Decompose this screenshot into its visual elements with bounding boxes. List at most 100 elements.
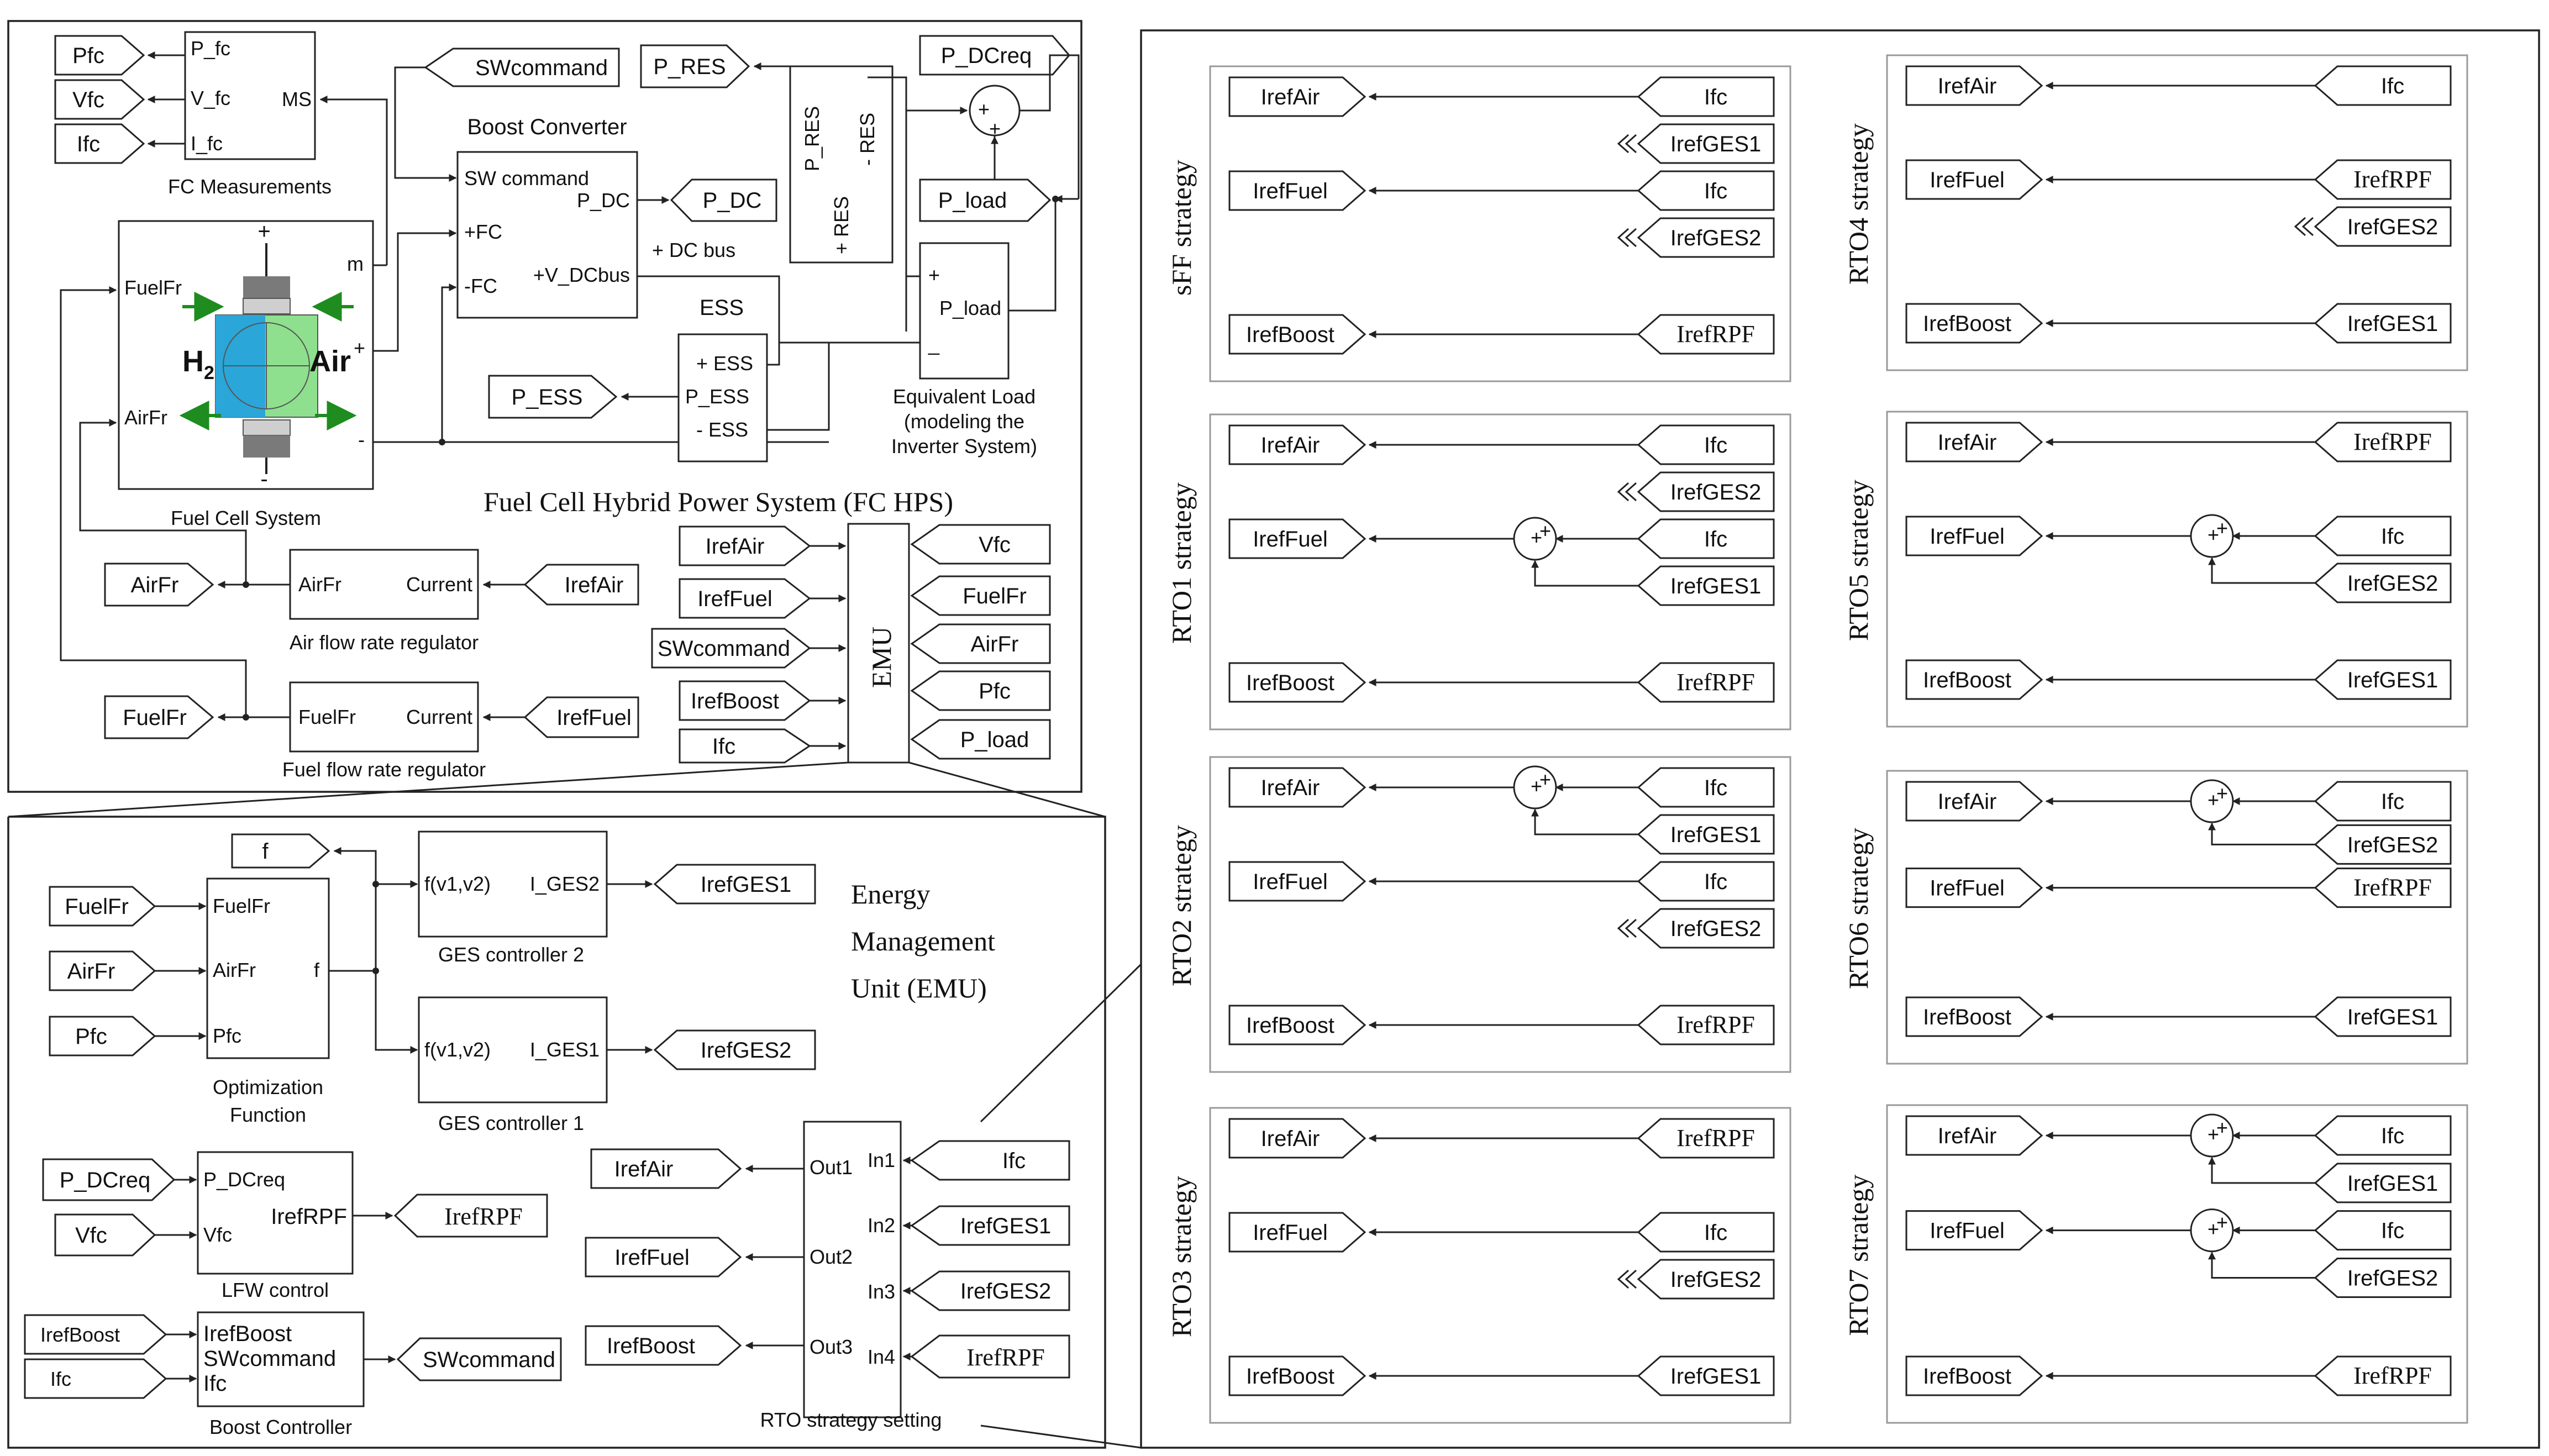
strategy-name: RTO5 strategy: [1843, 480, 1874, 641]
strategy-panel-8: RTO7 strategyIrefAirIrefFuelIrefBoostIfc…: [1843, 1104, 2468, 1424]
strategy-input-tag: [1637, 565, 1775, 606]
strategy-output-label: IrefBoost: [1923, 668, 2011, 692]
tag-pfc: Pfc: [54, 35, 145, 76]
strategy-name: RTO7 strategy: [1843, 1175, 1874, 1336]
strategy-output-label: IrefFuel: [1930, 1219, 2005, 1243]
svg-text:IrefBoost: IrefBoost: [607, 1334, 695, 1358]
svg-text:In4: In4: [868, 1345, 895, 1368]
strategy-input-label: Ifc: [1704, 870, 1727, 894]
strategy-input-tag: [2314, 781, 2452, 822]
strategy-output-tag: [1228, 1355, 1367, 1396]
fc-measurements-block: P_fc V_fc I_fc MS FC Measurements: [147, 31, 332, 198]
port-v-fc: V_fc: [191, 87, 230, 109]
rto-strategy-block: Out1 Out2 Out3 In1 In2 In3 In4 RTO strat…: [760, 1121, 942, 1431]
tag-emu-in-airfr: AirFr: [910, 623, 1051, 664]
strategy-input-tag: [1637, 1118, 1775, 1159]
strategy-input-tag: [1637, 814, 1775, 855]
sum-block: + +: [969, 85, 1021, 140]
strategy-output-tag: [1905, 159, 2043, 200]
strategy-input-tag: [2314, 1210, 2452, 1251]
strategy-input-label: IrefGES2: [1670, 917, 1762, 941]
svg-text:Vfc: Vfc: [203, 1223, 232, 1246]
strategy-input-label: IrefRPF: [2353, 1362, 2432, 1389]
svg-text:IrefGES1: IrefGES1: [701, 872, 792, 897]
strategy-output-label: IrefBoost: [1923, 1005, 2011, 1029]
strategy-output-label: IrefFuel: [1253, 1221, 1328, 1245]
svg-text:Current: Current: [406, 573, 472, 596]
port-load-plus: +: [928, 264, 940, 286]
lfw-control-label: LFW control: [222, 1279, 329, 1301]
strategy-input-tag: [2314, 422, 2452, 462]
strategy-input-label: IrefRPF: [1676, 320, 1755, 348]
svg-text:f: f: [314, 959, 320, 981]
sum-sign: +: [2216, 782, 2228, 805]
strategy-name: sFF strategy: [1166, 160, 1197, 296]
strategy-input-label: IrefGES1: [1670, 1364, 1762, 1389]
strategy-output-tag: [1905, 781, 2043, 822]
sum-sign: +: [2216, 1211, 2228, 1234]
svg-text:FuelFr: FuelFr: [963, 584, 1027, 608]
strategy-input-label: Ifc: [2381, 1124, 2404, 1148]
port-i-fc: I_fc: [191, 132, 223, 155]
sum-sign: +: [2216, 517, 2228, 539]
strategy-input-label: Ifc: [2381, 1219, 2404, 1243]
ess-block: + ESS P_ESS - ESS: [677, 333, 768, 462]
tag-emu-out-swcommand: SWcommand: [651, 628, 847, 669]
emu-title-line2: Management: [851, 926, 995, 956]
strategy-output-label: IrefBoost: [1246, 323, 1334, 347]
svg-text:IrefFuel: IrefFuel: [614, 1245, 690, 1270]
tag-ireffuel-in: IrefFuel: [523, 696, 639, 738]
strategy-output-tag: [1228, 767, 1367, 808]
tag-airfr-out: AirFr: [104, 563, 214, 607]
port-plus-ess: + ESS: [696, 352, 753, 375]
emu-title-line3: Unit (EMU): [851, 973, 987, 1003]
strategy-input-label: Ifc: [2381, 524, 2404, 549]
strategy-input-tag: [1637, 314, 1775, 355]
strategy-input-tag: [1637, 861, 1775, 902]
strategy-panel-6: RTO5 strategyIrefAirIrefFuelIrefBoostIre…: [1843, 411, 2468, 728]
strategy-input-label: Ifc: [1704, 776, 1727, 800]
load-block: + P_load _: [919, 242, 1010, 380]
svg-text:AirFr: AirFr: [298, 573, 341, 596]
load-caption-2: (modeling the: [904, 410, 1024, 433]
svg-text:Ifc: Ifc: [712, 734, 735, 759]
emu-title-line1: Energy: [851, 879, 930, 910]
svg-text:Function: Function: [230, 1103, 306, 1126]
svg-text:Out1: Out1: [810, 1156, 853, 1179]
strategy-output-tag: [1228, 170, 1367, 211]
svg-text:AirFr: AirFr: [131, 573, 179, 597]
tag-emu-in-vfc: Vfc: [910, 524, 1051, 565]
strategy-input-tag: [1637, 217, 1775, 258]
tag-opt-in-pfc: Pfc: [49, 1016, 156, 1056]
port-minus-fc-out: -: [358, 428, 365, 451]
port-v-dcbus: +V_DCbus: [533, 264, 630, 286]
port-minus-ess: - ESS: [696, 418, 748, 441]
tag-emu-out-ireffuel: IrefFuel: [679, 578, 847, 619]
ges-controller-2-label: GES controller 2: [438, 943, 584, 966]
tag-opt-in-fuelfr: FuelFr: [49, 886, 156, 927]
strategy-input-label: IrefGES1: [2347, 1005, 2438, 1029]
tag-emu-in-pfc: Pfc: [910, 670, 1051, 711]
strategy-output-label: IrefBoost: [1246, 671, 1334, 695]
ges-controller-2-block: f(v1,v2) I_GES2 GES controller 2: [418, 831, 608, 966]
strategy-input-tag: [2314, 1163, 2452, 1203]
strategy-input-label: IrefGES2: [2347, 215, 2438, 239]
strategy-output-label: IrefBoost: [1246, 1364, 1334, 1389]
fc-measurements-label: FC Measurements: [168, 175, 332, 198]
tag-lfw-in-vfc: Vfc: [54, 1213, 156, 1257]
svg-text:Pfc: Pfc: [979, 679, 1011, 703]
strategy-input-tag: [1637, 1259, 1775, 1300]
svg-text:Pfc: Pfc: [75, 1024, 107, 1049]
strategy-output-tag: [1228, 1118, 1367, 1159]
strategy-output-tag: [1905, 1355, 2043, 1396]
svg-text:Ifc: Ifc: [77, 132, 100, 156]
svg-text:IrefFuel: IrefFuel: [697, 587, 772, 611]
svg-text:+: +: [989, 117, 1001, 140]
strategy-input-label: IrefGES1: [1670, 132, 1762, 156]
strategy-input-tag: [1637, 518, 1775, 559]
svg-text:Ifc: Ifc: [50, 1368, 71, 1390]
svg-text:Vfc: Vfc: [75, 1223, 107, 1248]
strategy-input-tag: [2314, 1115, 2452, 1156]
svg-text:AirFr: AirFr: [67, 959, 115, 984]
tag-irefges2-out: IrefGES2: [653, 1029, 816, 1070]
